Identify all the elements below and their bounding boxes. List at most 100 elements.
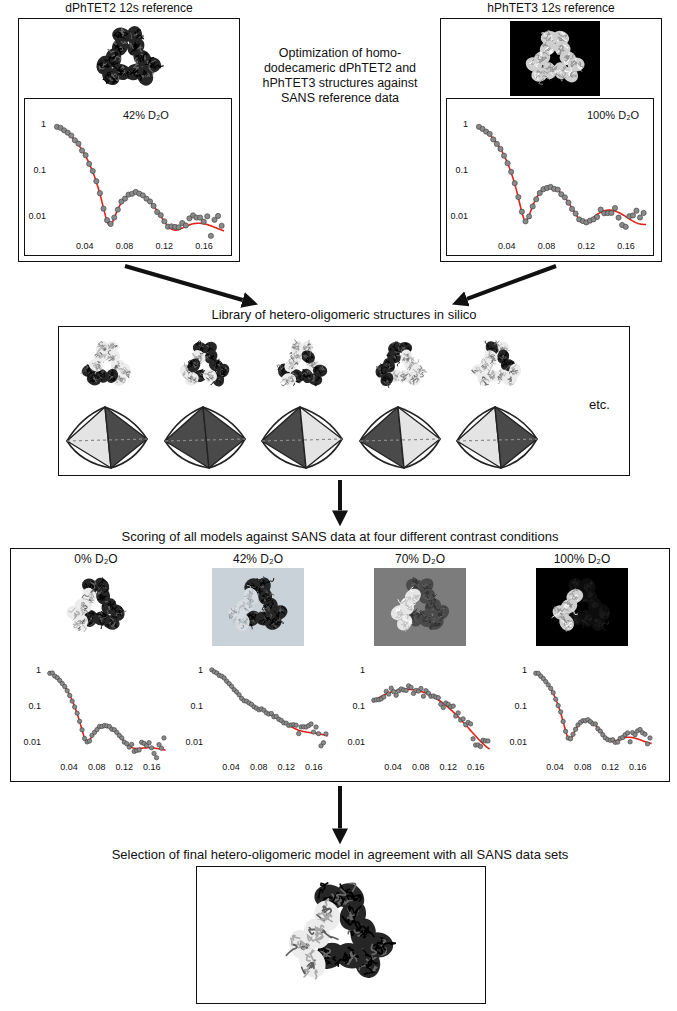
protein-ribbon xyxy=(358,922,362,930)
protein-ribbon xyxy=(310,950,314,954)
data-point xyxy=(316,731,320,735)
contrast-label: 42% D₂O xyxy=(181,552,335,566)
protein-ribbon xyxy=(291,367,293,368)
protein-ribbon xyxy=(262,604,267,610)
protein-subunit xyxy=(558,596,579,616)
protein-ribbon xyxy=(293,936,300,940)
protein-subunit xyxy=(475,370,493,389)
protein-ribbon xyxy=(413,369,418,375)
hidden-edge xyxy=(457,439,537,441)
protein-ribbon xyxy=(409,364,412,368)
protein-ribbon xyxy=(307,375,310,377)
protein-ribbon xyxy=(95,591,101,594)
protein-ribbon xyxy=(381,368,383,371)
protein-ribbon xyxy=(438,614,443,618)
protein-ribbon xyxy=(222,368,228,373)
protein-subunit xyxy=(72,596,93,616)
protein-ribbon xyxy=(97,345,101,347)
protein-ribbon xyxy=(98,64,104,66)
protein-ribbon xyxy=(491,370,494,374)
protein-ribbon xyxy=(117,69,123,72)
axis-tick: 0.08 xyxy=(538,241,556,252)
data-point xyxy=(294,723,298,727)
data-point xyxy=(530,204,535,209)
data-point xyxy=(593,722,597,726)
protein-ribbon xyxy=(409,620,412,624)
protein-ribbon xyxy=(338,955,347,966)
tetrahedron-outline xyxy=(360,407,440,468)
protein-ribbon xyxy=(508,379,511,381)
protein-ribbon xyxy=(552,66,557,69)
protein-ribbon xyxy=(602,622,608,626)
protein-ribbon xyxy=(307,371,310,374)
data-point xyxy=(149,746,153,750)
protein-ribbon xyxy=(406,597,410,602)
data-point xyxy=(147,740,151,744)
protein-ribbon xyxy=(434,623,437,626)
data-point xyxy=(566,200,571,205)
protein-ribbon xyxy=(116,368,122,369)
protein-ribbon xyxy=(254,586,258,590)
axis-tick: 0.08 xyxy=(116,241,134,252)
protein-ribbon xyxy=(99,347,104,350)
protein-ribbon xyxy=(108,606,109,608)
contrast-label: 0% D₂O xyxy=(19,552,173,566)
protein-ribbon xyxy=(209,375,213,380)
protein-ribbon xyxy=(95,363,97,366)
protein-ribbon xyxy=(287,381,290,385)
data-point xyxy=(630,213,635,218)
protein-ribbon xyxy=(502,346,507,348)
hidden-edge xyxy=(165,439,245,441)
scattering-plot xyxy=(210,668,329,748)
protein-ribbon xyxy=(559,74,564,77)
protein-ribbon xyxy=(298,942,300,948)
data-point xyxy=(130,742,134,746)
protein-ribbon xyxy=(407,373,411,377)
data-point xyxy=(516,194,521,199)
protein-ribbon xyxy=(252,620,254,623)
data-point xyxy=(80,728,84,732)
protein-ribbon xyxy=(112,607,116,610)
data-point xyxy=(553,697,557,701)
axis-tick: 0.1 xyxy=(455,165,468,176)
tetrahedron-outline xyxy=(457,407,537,468)
data-point xyxy=(90,168,95,173)
protein-ribbon xyxy=(243,605,245,608)
protein-ribbon xyxy=(313,362,318,365)
data-point xyxy=(505,161,510,166)
protein-ribbon xyxy=(209,376,214,378)
protein-subunit xyxy=(183,370,202,389)
data-point xyxy=(594,214,599,219)
panel-border: 42% D₂O xyxy=(18,18,240,262)
data-point xyxy=(526,214,531,219)
reference-panel: dPhTET2 12s reference42% D₂O xyxy=(18,1,240,262)
protein-ribbon xyxy=(550,66,557,72)
protein-ribbon xyxy=(488,372,491,376)
data-point xyxy=(494,141,499,146)
protein-subunit xyxy=(93,611,111,626)
protein-ribbon xyxy=(108,49,115,52)
protein-ribbon xyxy=(383,943,395,950)
data-point xyxy=(555,187,560,192)
data-point xyxy=(394,693,398,697)
protein-ribbon xyxy=(91,581,96,587)
flow-arrow xyxy=(467,266,556,299)
protein-ribbon xyxy=(115,345,117,347)
data-point xyxy=(648,736,652,740)
protein-ribbon xyxy=(559,616,567,621)
protein-ribbon xyxy=(600,610,602,614)
protein-ribbon xyxy=(263,621,265,624)
data-point xyxy=(562,195,567,200)
protein-ribbon xyxy=(191,363,193,365)
protein-ribbon xyxy=(346,892,353,897)
protein-ribbon xyxy=(190,360,196,364)
protein-ribbon xyxy=(184,363,187,366)
protein-ribbon xyxy=(78,627,80,631)
protein-ribbon xyxy=(585,615,590,617)
protein-ribbon xyxy=(257,588,262,592)
protein-ribbon xyxy=(588,618,591,621)
protein-ribbon xyxy=(321,883,328,890)
protein-subunit xyxy=(409,361,427,380)
data-point xyxy=(101,206,106,211)
protein-ribbon xyxy=(558,48,561,53)
